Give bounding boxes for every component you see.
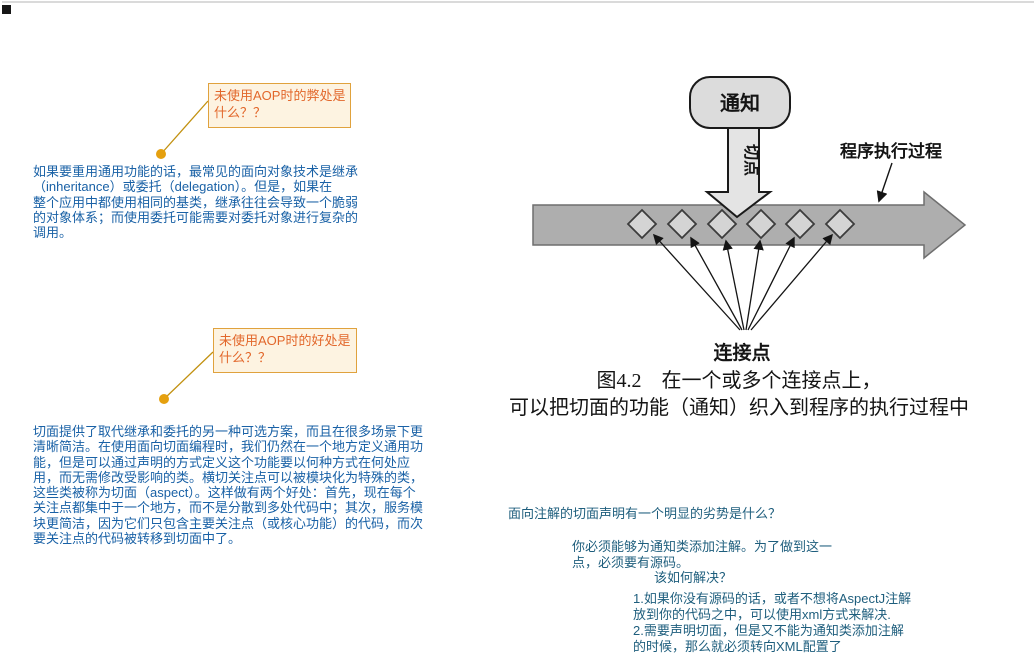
figure-caption-line2: 可以把切面的功能（通知）织入到程序的执行过程中	[509, 397, 969, 419]
joinpoint-diamond	[745, 208, 777, 240]
paragraph-line: 块更简洁，因为它们只包含主要关注点（或核心功能）的代码，而次	[33, 515, 424, 531]
qa-line: 你必须能够为通知类添加注解。为了做到这一	[572, 539, 833, 554]
advice-label: 通知	[720, 91, 760, 115]
leader-line-1	[160, 100, 209, 155]
note-text-line: 什么？？	[219, 350, 272, 365]
annotation-note-benefit[interactable]: 未使用AOP时的好处是 什么？？	[213, 328, 357, 373]
page-top-divider	[2, 1, 1034, 3]
paragraph-line: 切面提供了取代继承和委托的另一种可选方案，而且在很多场景下更	[33, 424, 424, 439]
execution-label: 程序执行过程	[840, 141, 942, 161]
joinpoint-diamond	[666, 208, 698, 240]
qa-line: 放到你的代码之中，可以使用xml方式来解决.	[633, 607, 891, 622]
paragraph-line: 要关注点的代码被转移到切面中了。	[33, 531, 242, 547]
paragraph-line: （inheritance）或委托（delegation）。但是，如果在	[33, 179, 333, 195]
joinpoint-fan-arrows	[652, 233, 834, 331]
qa-line: 的时候，那么就必须转向XML配置了	[633, 639, 842, 654]
qa-answer-source: 你必须能够为通知类添加注解。为了做到这一 点，必须要有源码。	[572, 539, 832, 571]
qa-question-solution: 该如何解决？	[654, 570, 732, 586]
paragraph-line: 清晰简洁。在使用面向切面编程时，我们仍然在一个地方定义通用功	[33, 439, 424, 455]
leader-dot-1	[156, 149, 166, 159]
joinpoint-diamond	[706, 208, 738, 240]
qa-line: 该如何解决？	[654, 570, 733, 585]
paragraph-line: 如果要重用通用功能的话，最常见的面向对象技术是继承	[33, 164, 359, 179]
qa-answer-solution: 1.如果你没有源码的话，或者不想将AspectJ注解 放到你的代码之中，可以使用…	[633, 591, 911, 655]
paragraph-line: 用，而无需修改受影响的类。横切关注点可以被模块化为特殊的类，	[33, 469, 424, 485]
corner-mark	[2, 5, 11, 14]
pointcut-label: 切点	[742, 144, 761, 176]
note-text-line: 什么？？	[214, 105, 267, 120]
paragraph-line: 这些类被称为切面（aspect）。这样做有两个好处：首先，现在每个	[33, 485, 416, 501]
joinpoint-diamond	[626, 208, 658, 240]
qa-line: 2.需要声明切面，但是又不能为通知类添加注解	[633, 623, 904, 638]
figure-caption-line1: 图4.2 在一个或多个连接点上，	[596, 370, 882, 392]
qa-line: 点，必须要有源码。	[572, 555, 690, 570]
figure-caption: 图4.2 在一个或多个连接点上， 可以把切面的功能（通知）织入到程序的执行过程中	[488, 368, 990, 422]
qa-question-drawback: 面向注解的切面声明有一个明显的劣势是什么？	[508, 506, 781, 522]
joinpoint-diamond	[824, 208, 856, 240]
paragraph-line: 调用。	[33, 225, 73, 241]
paragraph-line: 整个应用中都使用相同的基类，继承往往会导致一个脆弱	[33, 194, 359, 210]
joinpoint-label: 连接点	[713, 341, 770, 364]
paragraph-line: 的对象体系；而使用委托可能需要对委托对象进行复杂的	[33, 209, 359, 225]
note-text-line: 未使用AOP时的弊处是	[214, 88, 346, 103]
paragraph-line: 能，但是可以通过声明的方式定义这个功能要以何种方式在何处应	[33, 454, 411, 470]
paragraph-aspect-benefits: 切面提供了取代继承和委托的另一种可选方案，而且在很多场景下更 清晰简洁。在使用面…	[33, 424, 423, 546]
execution-pointer-arrow	[876, 162, 893, 203]
paragraph-inheritance-delegation: 如果要重用通用功能的话，最常见的面向对象技术是继承 （inheritance）或…	[33, 164, 358, 240]
pointcut-arrow	[704, 127, 773, 219]
joinpoint-diamonds	[626, 208, 856, 240]
leader-line-2	[163, 351, 214, 400]
annotation-note-drawback[interactable]: 未使用AOP时的弊处是 什么？？	[208, 83, 351, 128]
paragraph-line: 关注点都集中于一个地方，而不是分散到多处代码中；其次，服务模	[33, 500, 424, 516]
qa-line: 面向注解的切面声明有一个明显的劣势是什么？	[508, 506, 782, 521]
aop-weaving-figure: 通知 切点 程序执行过程 连接点	[532, 76, 967, 364]
note-text-line: 未使用AOP时的好处是	[219, 333, 351, 348]
qa-line: 1.如果你没有源码的话，或者不想将AspectJ注解	[633, 591, 912, 606]
joinpoint-diamond	[784, 208, 816, 240]
leader-dot-2	[159, 394, 169, 404]
